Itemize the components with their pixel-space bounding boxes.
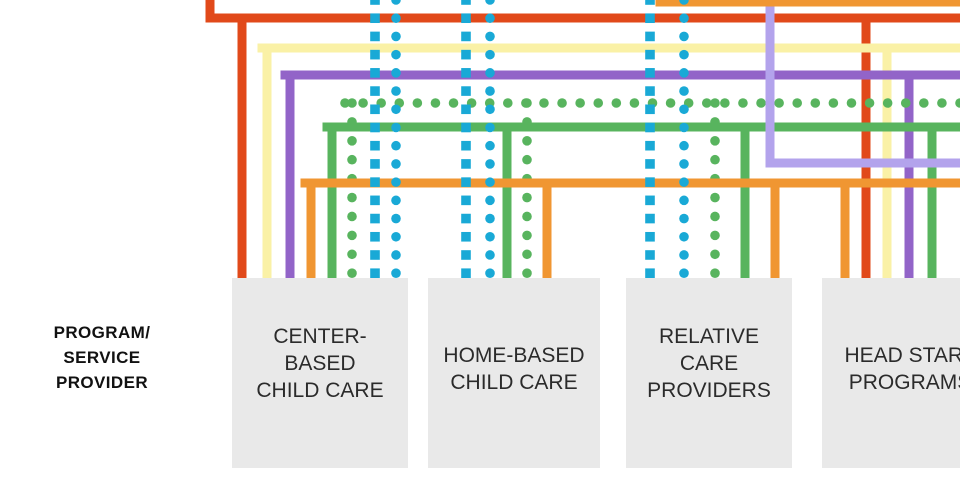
node-center-based-child-care[interactable]: CENTER- BASED CHILD CARE: [232, 278, 408, 468]
node-head-start-programs[interactable]: HEAD START PROGRAMS: [822, 278, 960, 468]
node-label: CENTER- BASED CHILD CARE: [256, 324, 384, 402]
node-home-based-child-care[interactable]: HOME-BASED CHILD CARE: [428, 278, 600, 468]
node-relative-care-providers[interactable]: RELATIVE CARE PROVIDERS: [626, 278, 792, 468]
node-label: HEAD START PROGRAMS: [844, 344, 960, 394]
node-label: HOME-BASED CHILD CARE: [443, 344, 585, 394]
node-label: RELATIVE CARE PROVIDERS: [647, 324, 771, 402]
row-label-program-service-provider: PROGRAM/ SERVICE PROVIDER: [53, 323, 151, 392]
